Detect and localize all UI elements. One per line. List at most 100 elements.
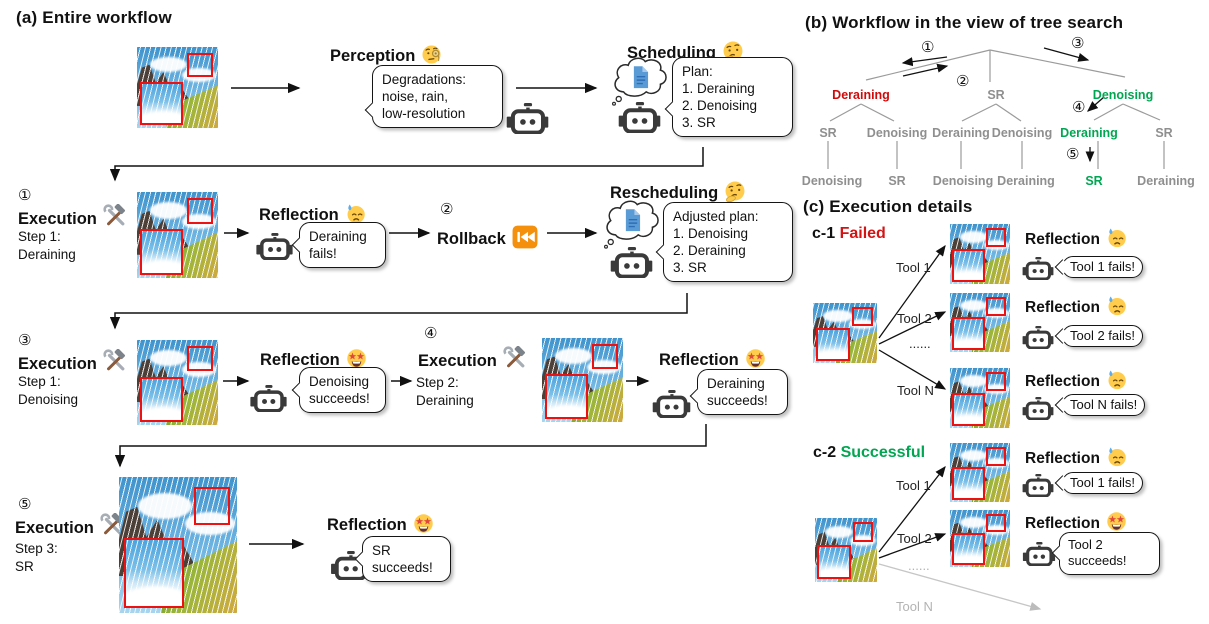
c1-tools-ellipsis: ......	[909, 336, 931, 351]
crop-box-small	[187, 198, 214, 224]
step-number-4: ④	[424, 325, 438, 342]
crop-box-small	[592, 343, 619, 369]
crop-box-small	[187, 52, 214, 77]
robot-icon	[1022, 326, 1054, 349]
execution-3-title: Execution	[18, 349, 127, 374]
crop-box-large	[140, 376, 184, 422]
step-number-3: ③	[18, 332, 32, 349]
speech-bubble-plan: Plan: 1. Deraining 2. Denoising 3. SR	[672, 57, 793, 137]
c1-reflection-3-title: Reflection	[1025, 369, 1127, 391]
c2-bubble-1: Tool 1 fails!	[1062, 472, 1144, 495]
execution-1-step: Step 1: Deraining	[18, 229, 76, 262]
tree-node-l2: SR	[1155, 126, 1173, 140]
speech-bubble-deraining-succeeds: Deraining succeeds!	[697, 369, 788, 415]
c2-heading: c-2 Successful	[813, 444, 926, 461]
panel-c-title: (c) Execution details	[803, 197, 973, 216]
robot-icon	[1022, 257, 1054, 280]
crop-box-large	[140, 229, 184, 275]
image-after-denoising	[137, 340, 218, 425]
robot-icon	[610, 247, 653, 278]
tree-step-4: ④	[1072, 99, 1086, 116]
tree-step-3: ③	[1071, 35, 1085, 52]
rollback-title: Rollback	[437, 224, 538, 250]
crop-box-small	[187, 345, 214, 372]
crop-box-small	[852, 522, 874, 543]
crop-box-small	[851, 307, 874, 327]
crop-box-large	[952, 248, 986, 282]
execution-3-step: Step 1: Denoising	[18, 374, 79, 407]
hammer-wrench-icon	[103, 204, 127, 228]
hammer-wrench-icon	[103, 349, 127, 373]
execution-5-title: Execution	[15, 513, 124, 538]
speech-bubble-deraining-fails: Deraining fails!	[299, 222, 386, 268]
crop-box-large	[545, 374, 589, 419]
sweat-face-icon	[1106, 446, 1127, 467]
c2-status-successful: Successful	[840, 444, 926, 461]
tree-node-deraining-l2: Deraining	[1060, 126, 1118, 140]
thought-cloud-plan-icon	[610, 54, 671, 107]
c1-result-image-1	[950, 224, 1010, 284]
sweat-face-icon	[1106, 369, 1127, 390]
speech-bubble-sr-succeeds: SR succeeds!	[362, 536, 451, 582]
tree-node-l3: Denoising	[801, 174, 863, 188]
tree-node-l3: Deraining	[1137, 174, 1195, 188]
c2-result-image-2	[950, 510, 1010, 567]
speech-bubble-adjusted-plan: Adjusted plan: 1. Denoising 2. Deraining…	[663, 202, 793, 282]
c2-tool2-label: Tool 2	[897, 531, 932, 546]
tree-step-1: ①	[921, 39, 935, 56]
c1-source-image	[813, 303, 877, 363]
speech-bubble-denoising-succeeds: Denoising succeeds!	[299, 367, 386, 413]
tree-node-sr-l1: SR	[987, 88, 1005, 102]
robot-icon	[506, 103, 549, 134]
c1-status-failed: Failed	[839, 225, 886, 242]
c2-reflection-2-title: Reflection	[1025, 511, 1127, 533]
robot-icon	[618, 102, 661, 133]
sweat-face-icon	[1106, 295, 1127, 316]
tree-node-l2: Denoising	[866, 126, 928, 140]
crop-box-large	[815, 327, 851, 361]
c2-reflection-1-title: Reflection	[1025, 446, 1127, 468]
crop-box-small	[986, 297, 1007, 316]
robot-icon	[1022, 542, 1056, 566]
crop-box-large	[952, 392, 986, 426]
tree-node-sr-l3: SR	[1085, 174, 1103, 188]
tree-node-denoising-l1: Denoising	[1092, 88, 1154, 102]
crop-box-small	[986, 372, 1007, 392]
input-image-degraded	[137, 47, 218, 128]
tree-node-l3: Deraining	[997, 174, 1055, 188]
tree-node-l2: Denoising	[991, 126, 1053, 140]
reflection-4-title: Reflection	[659, 348, 766, 370]
thought-cloud-plan-icon	[602, 197, 663, 250]
star-struck-face-icon	[745, 348, 766, 369]
c1-heading: c-1 Failed	[812, 225, 886, 242]
panel-a-title: (a) Entire workflow	[16, 8, 172, 27]
c1-bubble-2: Tool 2 fails!	[1062, 325, 1144, 348]
star-struck-face-icon	[346, 348, 367, 369]
crop-box-large	[123, 538, 185, 608]
thinking-face-icon	[724, 180, 746, 202]
hammer-wrench-icon	[503, 346, 527, 370]
execution-1-title: Execution	[18, 204, 127, 229]
tree-node-l2: Deraining	[932, 126, 990, 140]
robot-icon	[250, 385, 287, 412]
c1-result-image-3	[950, 368, 1010, 428]
crop-box-large	[952, 467, 986, 500]
c1-reflection-2-title: Reflection	[1025, 295, 1127, 317]
tree-step-2: ②	[956, 73, 970, 90]
step-number-2: ②	[440, 201, 454, 218]
sweat-face-icon	[1106, 227, 1127, 248]
sweat-face-icon	[345, 203, 366, 224]
robot-icon	[652, 390, 691, 418]
c2-tools-ellipsis: ......	[908, 558, 930, 573]
rollback-icon	[512, 224, 538, 250]
c1-result-image-2	[950, 293, 1010, 352]
crop-box-small	[986, 228, 1007, 248]
image-after-sr	[119, 477, 237, 613]
rescheduling-title: Rescheduling	[610, 180, 746, 203]
tree-step-5: ⑤	[1066, 146, 1080, 163]
robot-icon	[1022, 397, 1054, 420]
c1-toolN-label: Tool N	[897, 383, 934, 398]
star-struck-face-icon	[413, 513, 434, 534]
crop-box-small	[986, 447, 1007, 466]
